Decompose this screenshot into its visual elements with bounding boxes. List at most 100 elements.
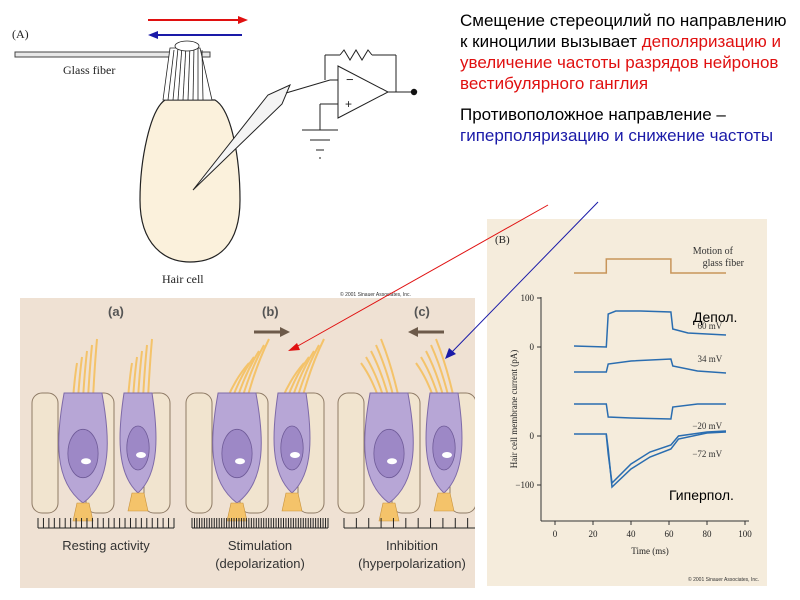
nucleolus [290,452,300,458]
output-terminal [410,88,418,96]
stereocilium [142,344,148,400]
stereocilium [87,344,93,400]
stereocilium [246,338,270,400]
hair-cell-setup-drawing: − + [14,16,418,263]
amp-plus-sign: + [345,97,352,111]
glass-fiber [14,51,211,58]
hair-cell-group-1: (a) Resting activity [31,304,175,553]
nucleolus [235,458,245,465]
y-tick-label-4: −100 [515,480,534,490]
x-tick-label-5: 80 [703,529,713,539]
panel-b-label: (B) [495,234,510,246]
panel-a-label: (A) [12,27,29,41]
supporting-cell [31,392,59,514]
stereocilium [435,338,455,400]
motion-label-1: Motion of [693,246,734,257]
cell-caption-2-1: Stimulation [228,538,292,553]
caption-p1-text: Смещение стереоцилий по направлению к ки… [460,11,787,51]
trace-label-4: −72 mV [692,449,722,459]
figure-a: (A) Glass fiber Hair cell © 2001 Sinauer… [0,0,440,305]
stereocilium [301,338,325,400]
nerve-terminal [226,502,248,522]
nucleus [432,425,456,471]
trace-label-2: 34 mV [697,354,722,364]
stereocilium [147,338,153,400]
x-axis-label: Time (ms) [631,546,668,556]
nerve-terminal [127,492,149,512]
glass-fiber-label: Glass fiber [63,63,116,77]
cell-caption-1-1: Resting activity [62,538,150,553]
nucleus [67,428,99,479]
motion-arrow-left-icon [148,31,242,39]
nerve-terminal [281,492,303,512]
annotation-hyperpol: Гиперпол. [669,487,734,503]
trace-minus72mV-a [574,431,727,489]
nucleolus [387,458,397,465]
caption-text: Смещение стереоцилий по направлению к ки… [460,10,795,156]
nucleolus [81,458,91,465]
nucleus [373,428,405,479]
caption-p2-text: Противоположное направление – [460,105,726,124]
trace-minus72mV-b [605,430,727,485]
copyright-b: © 2001 Sinauer Associates, Inc. [688,576,759,583]
supporting-cell [185,392,213,514]
cell-caption-2-2: (depolarization) [215,556,305,571]
x-tick-label-4: 60 [665,529,675,539]
x-tick-label-6: 100 [738,529,752,539]
stereocilium [92,338,98,400]
panel-label-2: (b) [262,304,279,319]
nucleus [280,425,304,471]
cell-caption-3-1: Inhibition [386,538,438,553]
stereocilium [370,350,390,400]
nerve-terminal [433,492,455,512]
cell-caption-3-2: (hyperpolarization) [358,556,466,571]
panel-label-1: (a) [108,304,124,319]
stereocilium [380,338,400,400]
motion-arrow-right-icon [148,16,248,24]
stereocilium [425,350,445,400]
y-axis-label: Hair cell membrane current (pA) [509,350,519,468]
nerve-terminal [378,502,400,522]
x-tick-label-2: 20 [589,529,599,539]
stereocilium [137,350,143,400]
stereocilium [82,350,88,400]
motion-label-2: glass fiber [703,258,745,269]
hair-cell-group-2: (b) Stimulation (depolarization) [185,304,329,571]
caption-paragraph-depolarization: Смещение стереоцилий по направлению к ки… [460,10,795,94]
caption-paragraph-hyperpolarization: Противоположное направление – гиперполяр… [460,104,795,146]
hair-cells-drawing: (a) Resting activity (b) Stimulation (depola… [31,304,481,571]
supporting-cell [337,392,365,514]
nerve-terminal [72,502,94,522]
caption-p2-highlight: гиперполяризацию и снижение частоты [460,126,774,145]
micro-electrode [192,84,291,191]
hair-cell-group-3: (c) Inhibition (hyperpolarization) [337,304,481,571]
amplifier-circuit [302,49,414,159]
hair-cell-body [139,99,241,263]
hair-bundle [162,40,213,101]
amp-minus-sign: − [346,72,354,87]
y-tick-label-3: 0 [530,431,535,441]
nucleolus [136,452,146,458]
trace-minus20mV [574,403,726,420]
y-tick-label-1: 100 [521,293,535,303]
stim-arrowhead-right-icon [280,327,290,337]
x-tick-label-1: 0 [553,529,558,539]
x-tick-label-3: 40 [627,529,637,539]
hair-cells-panel: (a) Resting activity (b) Stimulation (depola… [20,298,481,588]
trace-34mV [574,358,727,374]
nucleus [126,425,150,471]
panel-label-3: (c) [414,304,430,319]
annotation-depol: Депол. [693,309,737,325]
y-tick-label-2: 0 [530,342,535,352]
nucleus [221,428,253,479]
caption-p1-highlight: деполяризацию и увеличение частоты разря… [460,32,781,93]
trace-label-1: 60 mV [697,321,722,331]
hair-cell-label: Hair cell [162,272,204,286]
trace-60mV [573,310,727,348]
trace-label-3: −20 mV [692,421,722,431]
motion-trace [574,258,726,274]
nucleolus [442,452,452,458]
stim-arrowhead-left-icon [408,327,418,337]
